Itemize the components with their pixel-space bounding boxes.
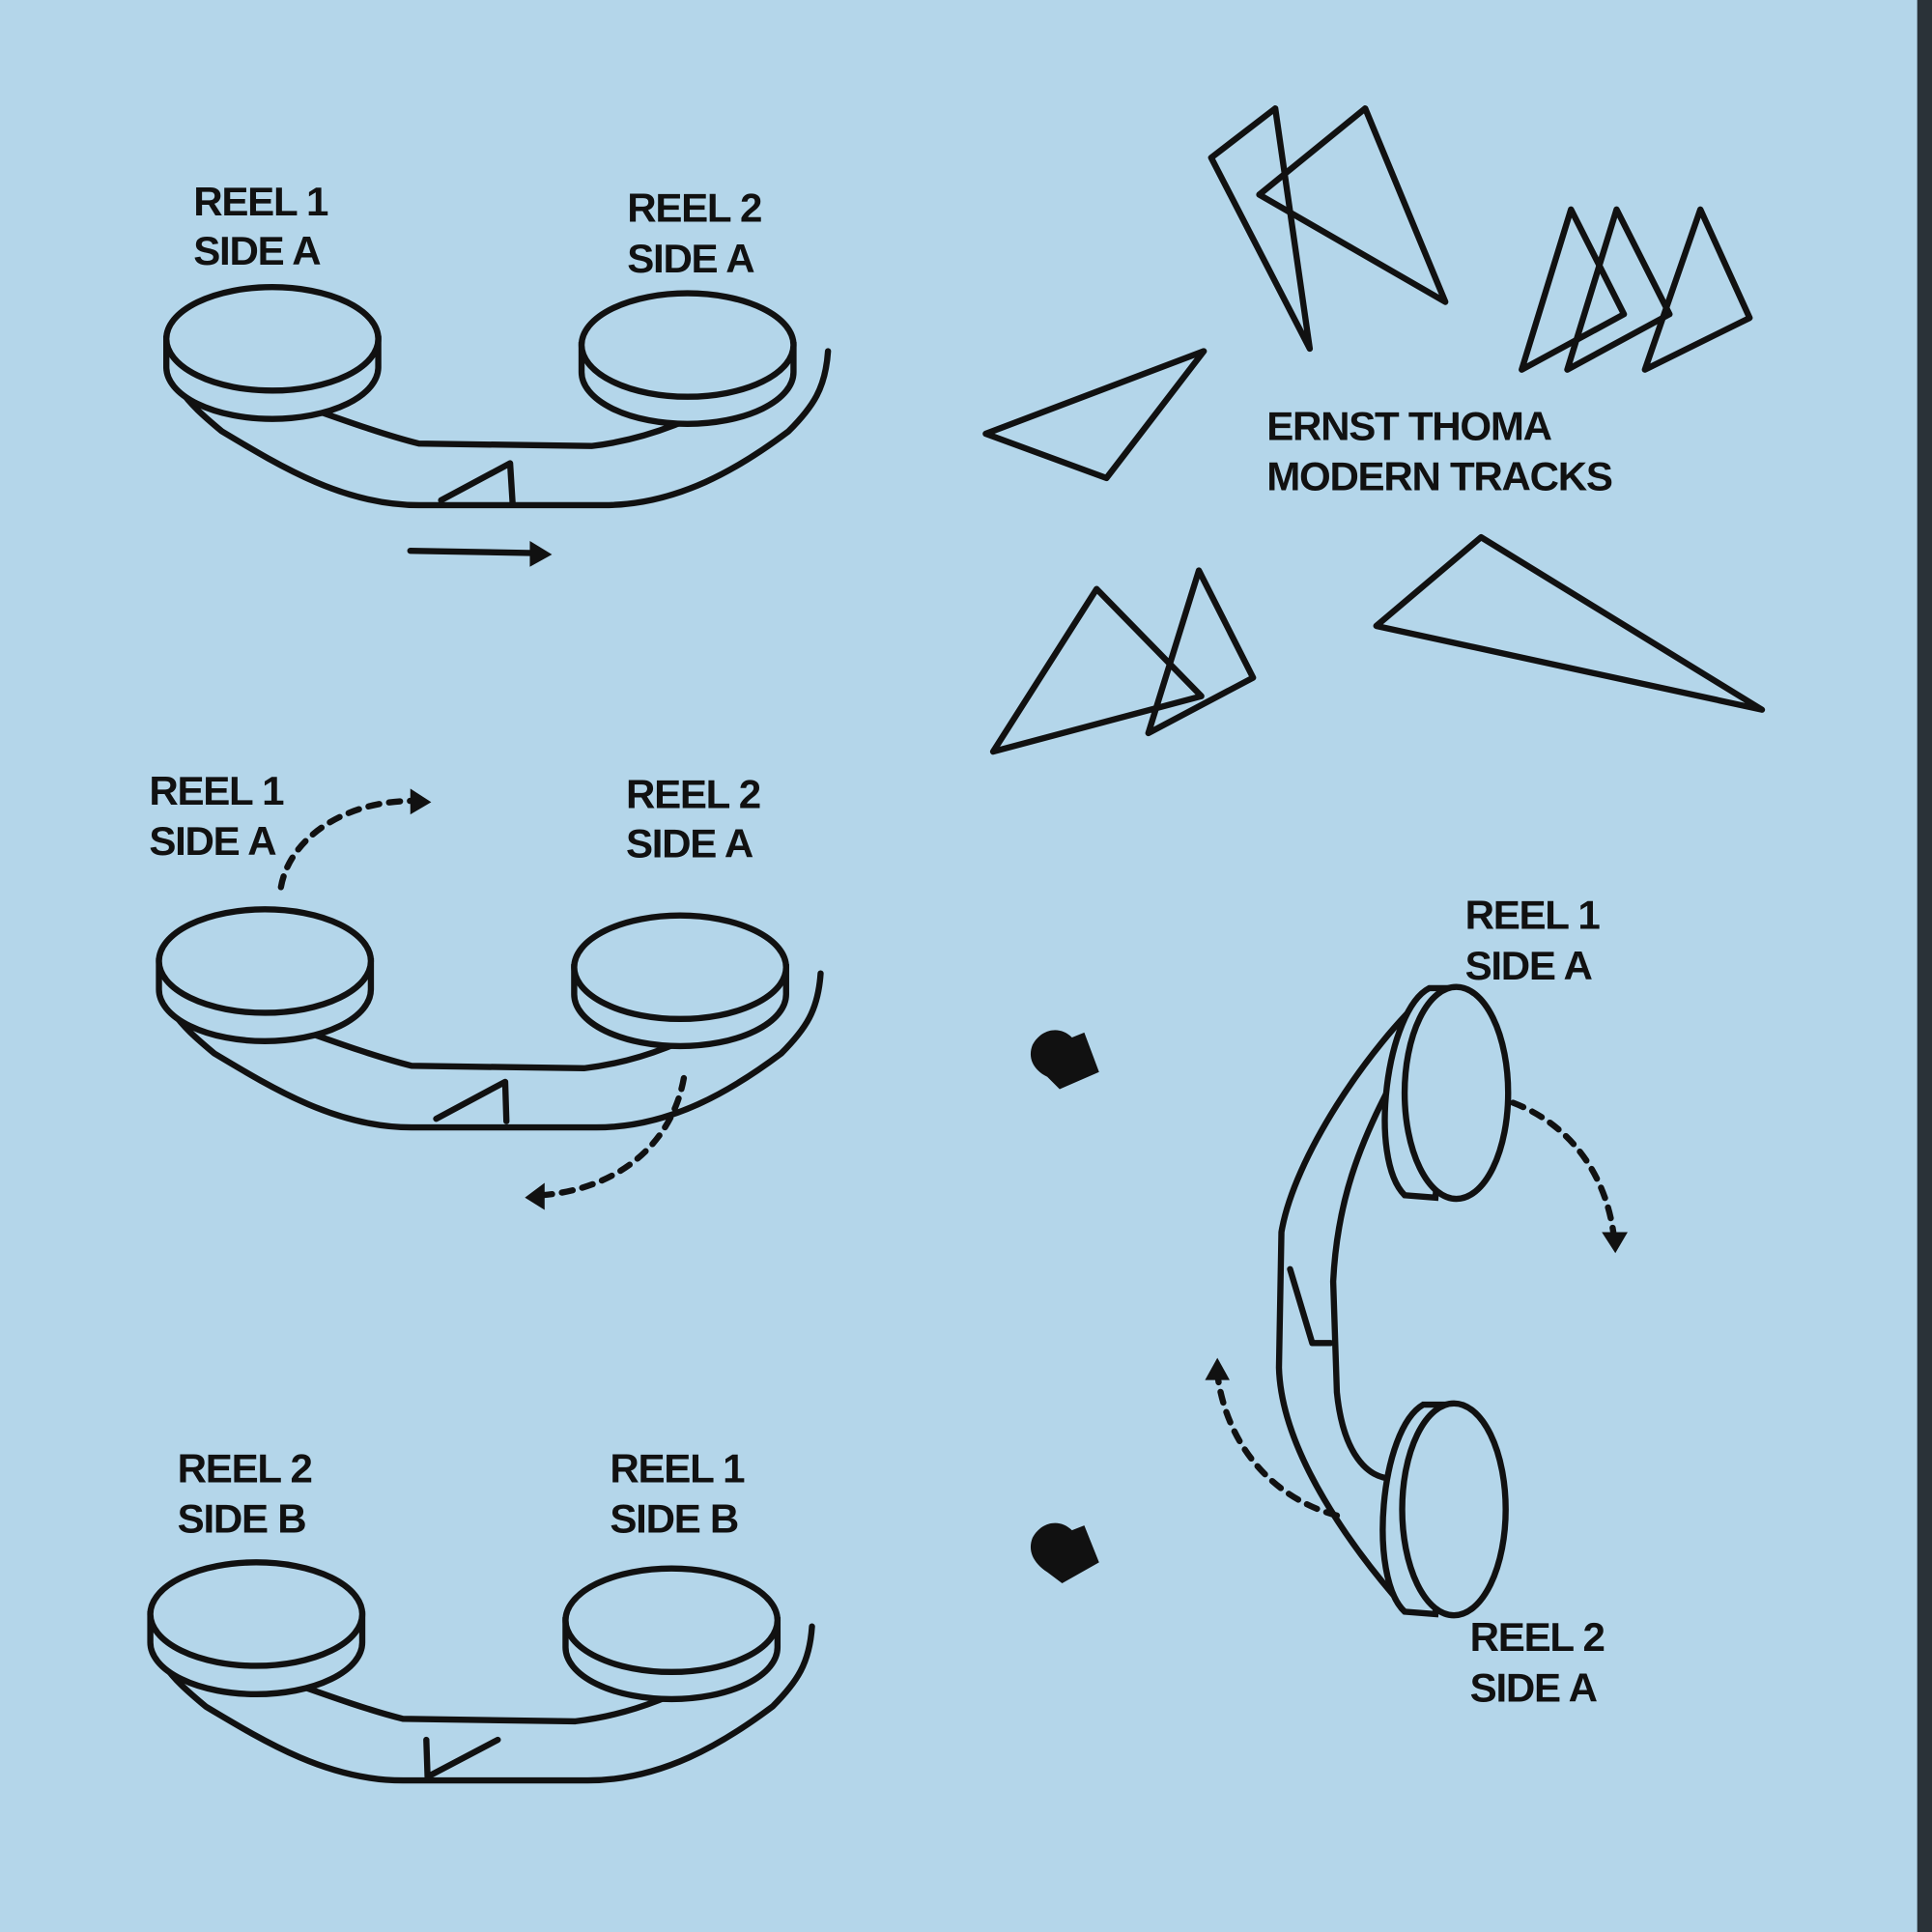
label-right-side: SIDE A xyxy=(627,236,754,281)
reel-diagram-1: REEL 1 SIDE A REEL 2 SIDE A xyxy=(166,179,828,567)
dashed-arrow-icon xyxy=(1510,1099,1618,1242)
label-left-side: SIDE A xyxy=(193,228,321,273)
label-right-reel: REEL 2 xyxy=(627,185,761,231)
rotate-arrow-icon xyxy=(1030,1522,1099,1584)
label-left-side: SIDE B xyxy=(178,1496,306,1542)
rotate-arrow-icon xyxy=(1030,1030,1099,1090)
label-right-reel: REEL 1 xyxy=(610,1445,745,1491)
triangle-shape xyxy=(1564,206,1673,373)
label-right-side: SIDE A xyxy=(626,821,753,867)
label-right-side: SIDE B xyxy=(610,1496,738,1542)
sleeve-edge xyxy=(1917,0,1932,1932)
tape-head xyxy=(423,1736,501,1780)
triangle-shape xyxy=(1145,567,1257,737)
label-left-reel: REEL 1 xyxy=(193,179,328,224)
reel-diagram-3: REEL 2 SIDE B REEL 1 SIDE B xyxy=(151,1445,812,1780)
tape-head xyxy=(1287,1265,1334,1347)
label-top-reel: REEL 1 xyxy=(1465,893,1601,938)
reel-diagram-4: REEL 1 SIDE A REEL 2 SIDE A xyxy=(1205,893,1628,1710)
label-left-reel: REEL 1 xyxy=(149,768,284,813)
dashed-arrow-icon xyxy=(277,797,416,891)
triangle-shape xyxy=(989,585,1205,755)
triangles-decoration xyxy=(982,105,1766,755)
triangle-shape xyxy=(1256,105,1449,305)
label-bottom-reel: REEL 2 xyxy=(1470,1614,1605,1660)
artist-name: ERNST THOMA xyxy=(1266,403,1551,448)
reel-diagram-2: REEL 1 SIDE A REEL 2 SIDE A xyxy=(149,768,820,1210)
triangle-shape xyxy=(982,348,1208,482)
label-right-reel: REEL 2 xyxy=(626,772,760,817)
tape-head xyxy=(433,1078,510,1124)
arrow-right-icon xyxy=(407,547,546,556)
tape-head xyxy=(438,460,516,506)
triangle-shape xyxy=(1208,105,1314,353)
triangle-shape xyxy=(1373,533,1766,713)
triangle-shape xyxy=(1641,206,1753,373)
album-title: MODERN TRACKS xyxy=(1266,454,1612,499)
dashed-arrow-icon xyxy=(1214,1371,1341,1520)
label-top-side: SIDE A xyxy=(1465,943,1593,988)
label-left-reel: REEL 2 xyxy=(178,1445,312,1491)
label-bottom-side: SIDE A xyxy=(1470,1664,1598,1710)
dashed-arrow-icon xyxy=(539,1074,688,1199)
label-left-side: SIDE A xyxy=(149,818,276,864)
